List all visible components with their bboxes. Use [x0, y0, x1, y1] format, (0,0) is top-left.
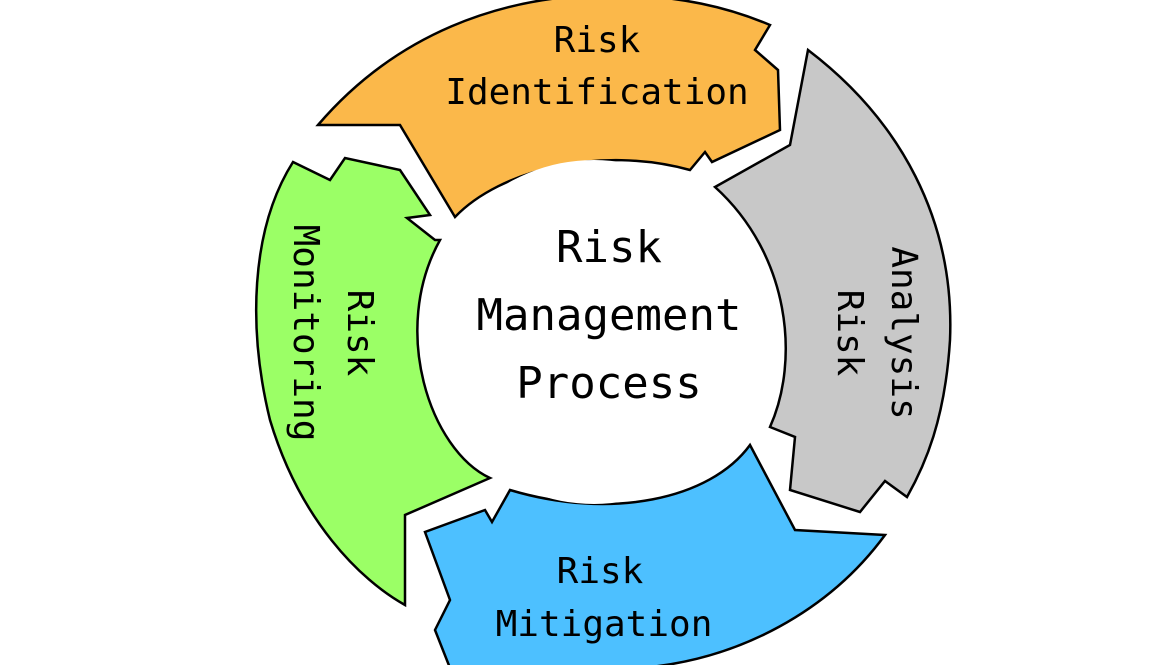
segment-risk-analysis: Risk Analysis — [712, 47, 952, 514]
segment-risk-monitoring: Risk Monitoring — [254, 156, 494, 608]
segment-risk-analysis-label-2: Analysis — [883, 246, 924, 419]
center-circle-shape — [422, 160, 766, 504]
center-label-1: Risk — [556, 222, 662, 273]
segment-risk-monitoring-label-1: Risk — [339, 290, 380, 377]
segment-risk-mitigation-shape — [423, 442, 888, 665]
center-label-2: Management — [477, 290, 742, 341]
segment-risk-monitoring-label-2: Monitoring — [285, 225, 326, 442]
segment-risk-identification-label-2: Identification — [445, 72, 748, 113]
segment-risk-analysis-shape — [712, 47, 952, 514]
center-circle: Risk Management Process — [422, 160, 766, 504]
segment-risk-identification-label-1: Risk — [554, 20, 641, 61]
segment-risk-mitigation-label-1: Risk — [557, 551, 644, 592]
segment-risk-identification: Risk Identification — [315, 0, 782, 220]
center-label-3: Process — [516, 358, 701, 409]
segment-risk-mitigation: Risk Mitigation — [423, 442, 888, 665]
segment-risk-analysis-label-1: Risk — [829, 290, 870, 377]
segment-risk-mitigation-label-2: Mitigation — [496, 604, 713, 645]
segment-risk-monitoring-shape — [254, 156, 494, 608]
